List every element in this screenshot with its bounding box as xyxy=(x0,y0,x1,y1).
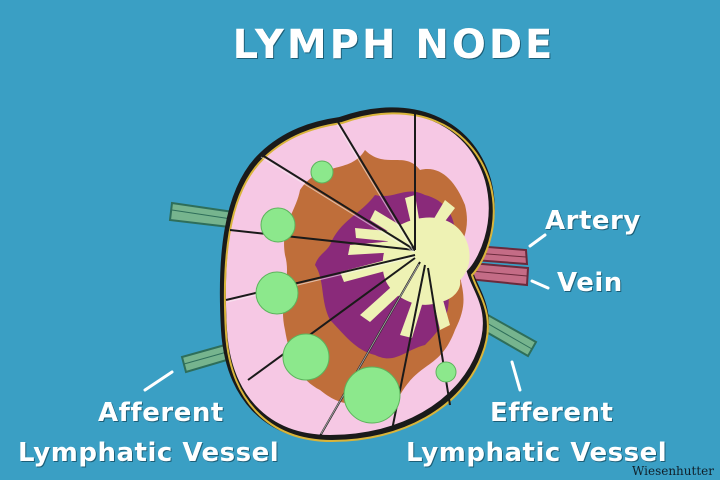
efferent-pointer xyxy=(510,360,522,392)
follicle xyxy=(282,333,330,381)
follicle xyxy=(435,361,457,383)
afferent-label-line1: Afferent xyxy=(98,398,224,428)
artery-pointer xyxy=(528,233,547,248)
vein-pointer xyxy=(530,279,550,290)
vein-label: Vein xyxy=(557,268,623,298)
follicle xyxy=(310,160,334,184)
diagram-title: LYMPH NODE xyxy=(232,22,556,68)
lymph-node xyxy=(219,107,495,443)
pointer-lines xyxy=(143,233,550,392)
efferent-label-line2: Lymphatic Vessel xyxy=(406,438,668,468)
efferent-label-line1: Efferent xyxy=(490,398,614,428)
follicle xyxy=(343,366,401,424)
medullary-cords xyxy=(340,195,455,338)
afferent-label-line2: Lymphatic Vessel xyxy=(18,438,280,468)
follicle xyxy=(255,271,299,315)
afferent-pointer xyxy=(143,370,174,392)
artery-label: Artery xyxy=(545,206,641,236)
follicle xyxy=(260,207,296,243)
lymphoid-follicles xyxy=(255,160,457,424)
artist-credit: Wiesenhutter xyxy=(632,464,714,478)
